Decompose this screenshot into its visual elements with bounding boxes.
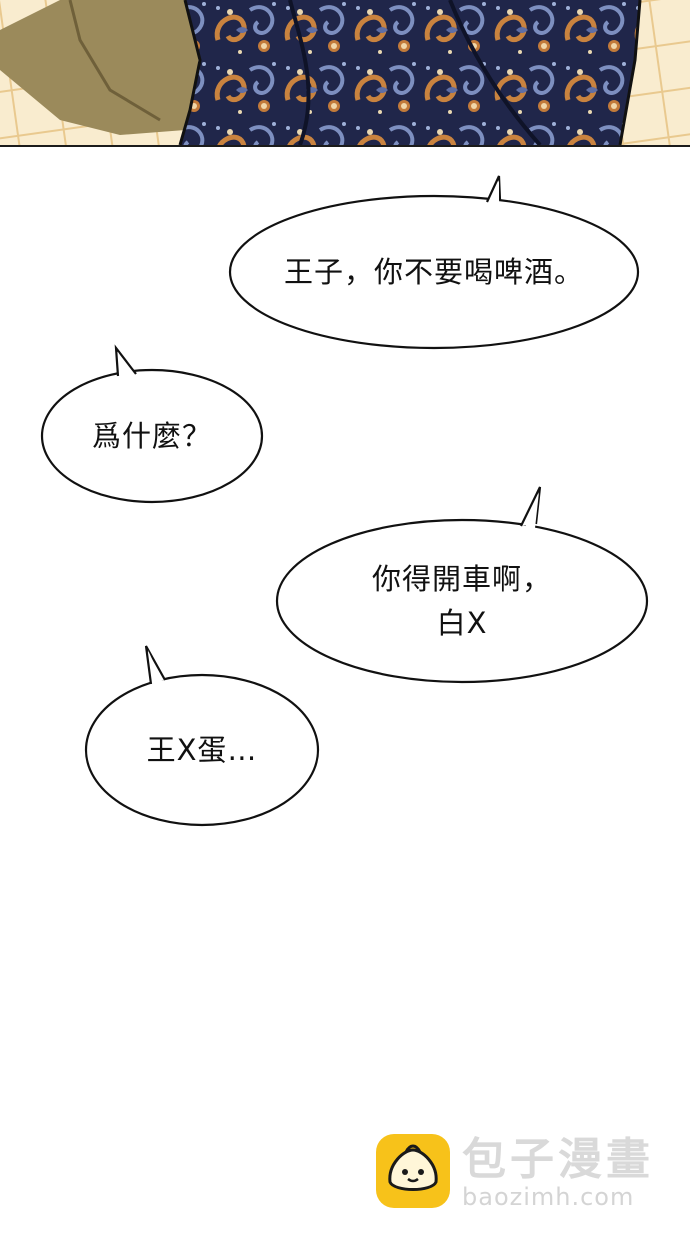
bun-logo-icon [376,1134,450,1208]
bubble-4-shape [84,645,320,827]
speech-bubble-4: 王X蛋… [86,675,318,825]
bubble-1-shape [228,175,640,350]
bubble-4-text: 王X蛋… [146,733,258,767]
bubble-2-shape [40,344,264,504]
watermark: 包子漫畫 baozimh.com [376,1134,676,1214]
bubble-3-line-2: 白X [436,606,488,640]
watermark-url: baozimh.com [462,1183,635,1211]
comic-panel-top [0,0,690,147]
bubble-3-line-1: 你得開車啊， [371,562,552,596]
speech-bubble-1: 王子，你不要喝啤酒。 [230,196,638,348]
bubble-2-text: 爲什麼？ [91,419,212,453]
bubble-1-text: 王子，你不要喝啤酒。 [283,255,584,289]
speech-bubble-3: 你得開車啊， 白X [277,520,647,682]
speech-bubble-2: 爲什麼？ [42,370,262,502]
panel-artwork [0,0,690,145]
watermark-title: 包子漫畫 [462,1134,654,1185]
